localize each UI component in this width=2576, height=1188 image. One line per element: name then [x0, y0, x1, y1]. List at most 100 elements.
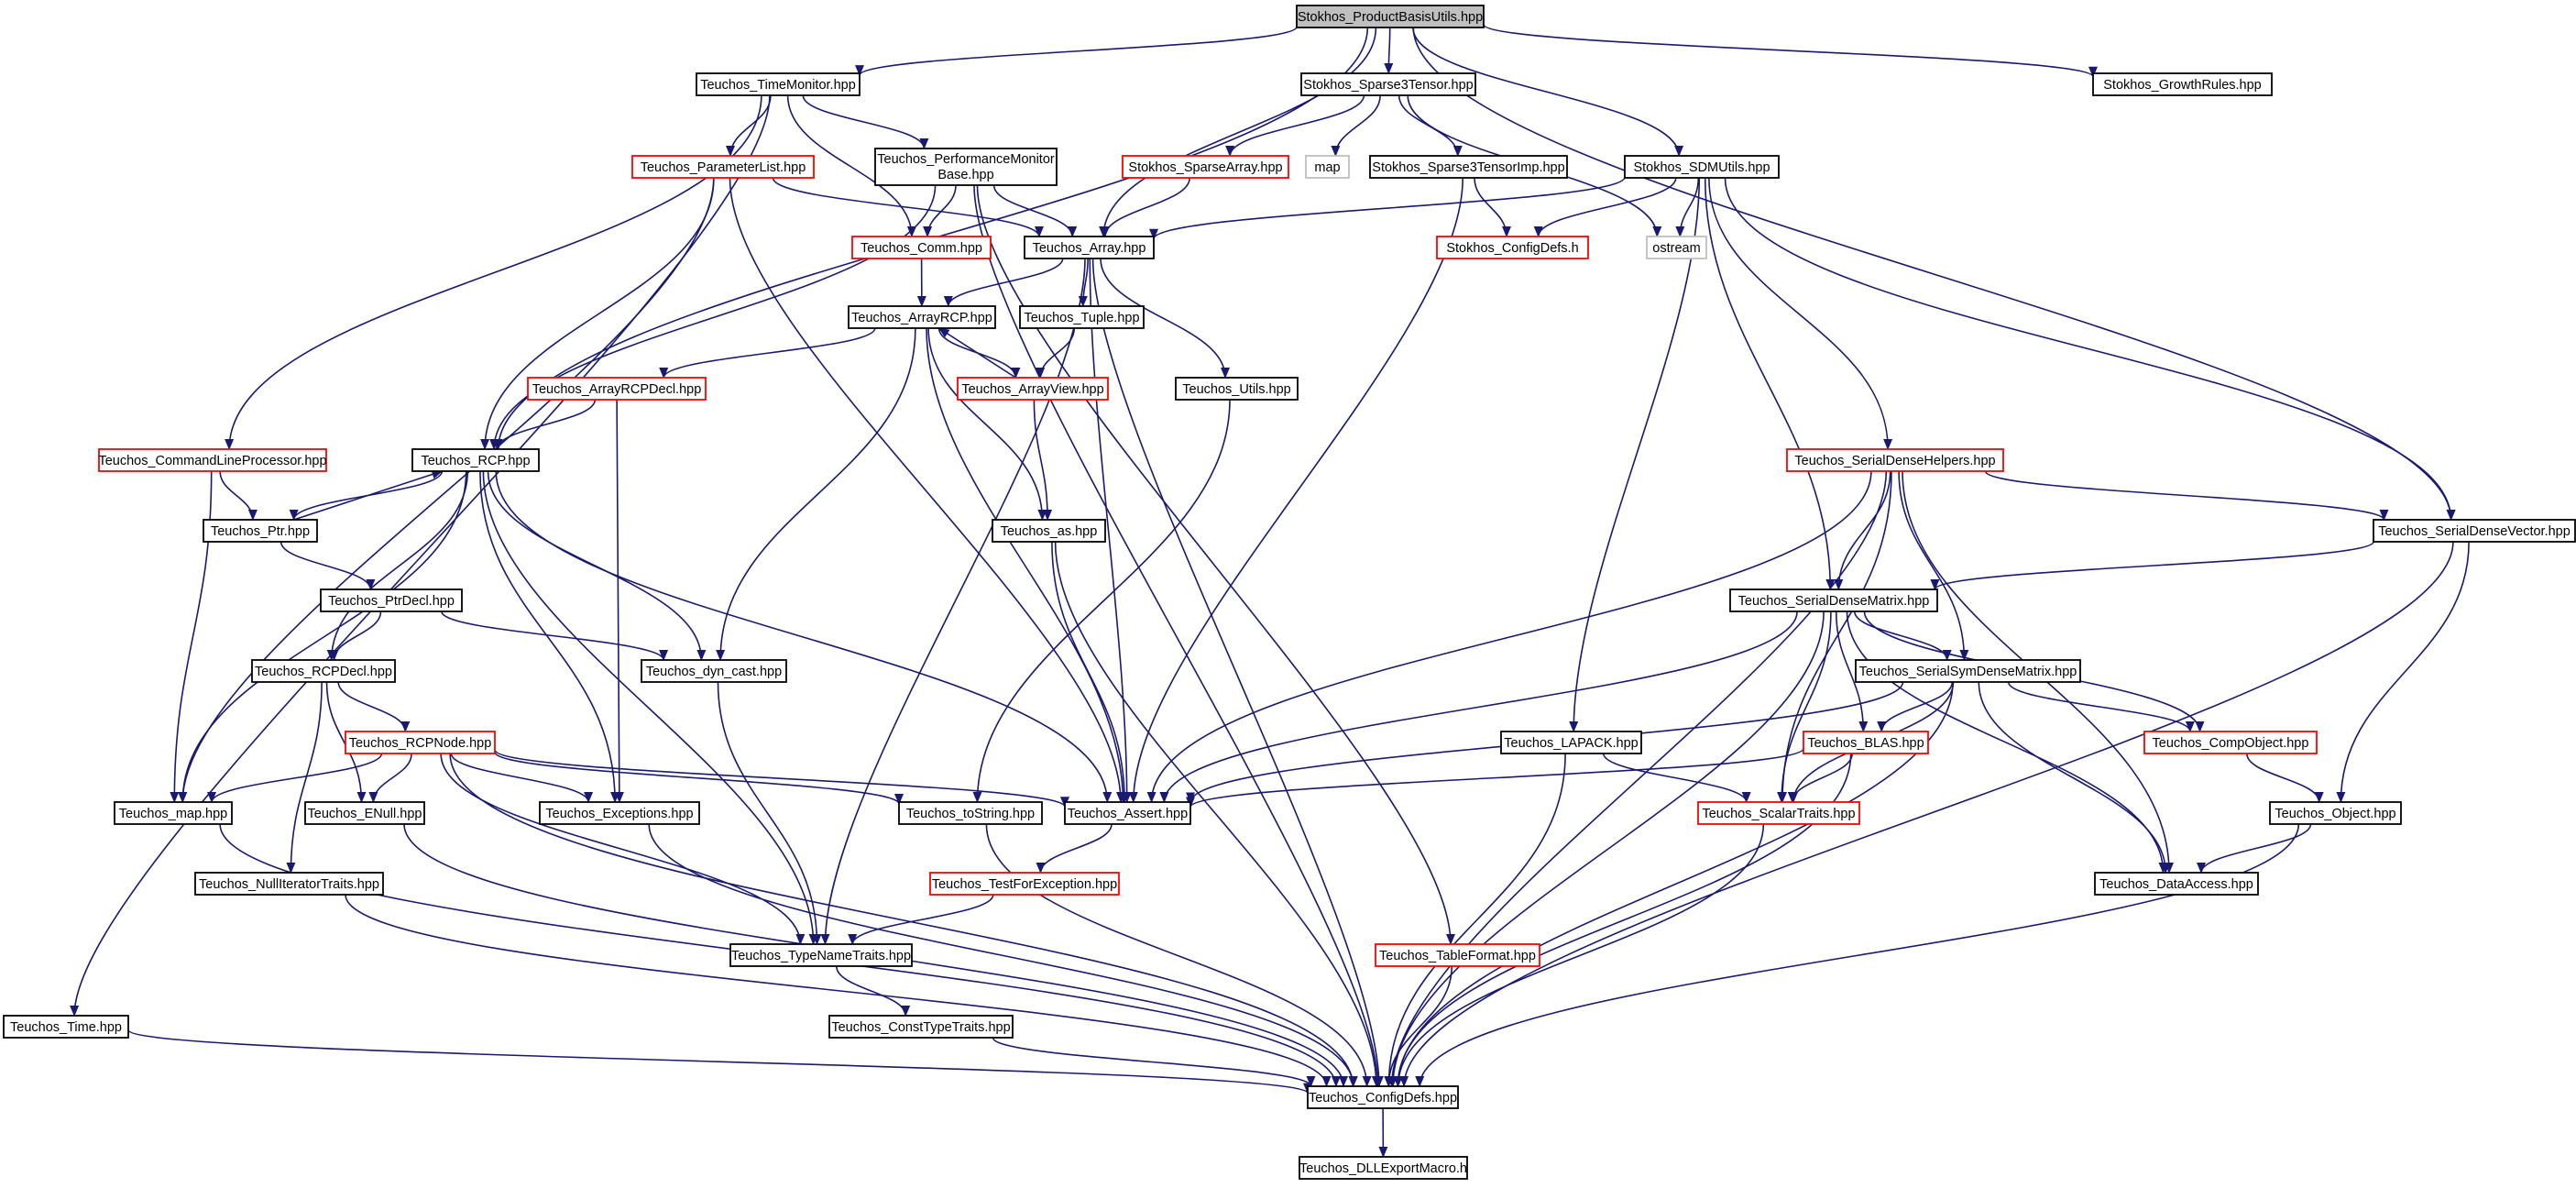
node-tuple[interactable]: Teuchos_Tuple.hpp: [1019, 305, 1145, 329]
node-nulliter[interactable]: Teuchos_NullIteratorTraits.hpp: [194, 872, 384, 896]
node-utils[interactable]: Teuchos_Utils.hpp: [1175, 377, 1299, 401]
node-arrayrcpdecl[interactable]: Teuchos_ArrayRCPDecl.hpp: [527, 377, 707, 401]
node-label: map: [1314, 160, 1340, 175]
node-box: [98, 448, 327, 472]
node-as[interactable]: Teuchos_as.hpp: [992, 519, 1106, 543]
node-tmap[interactable]: Teuchos_map.hpp: [114, 801, 233, 825]
node-label: Teuchos_TableFormat.hpp: [1379, 949, 1536, 963]
node-typename[interactable]: Teuchos_TypeNameTraits.hpp: [729, 943, 913, 967]
edge-testforexc-to-typename: [848, 894, 994, 945]
node-rcpnode[interactable]: Teuchos_RCPNode.hpp: [345, 731, 496, 754]
node-cmdline[interactable]: Teuchos_CommandLineProcessor.hpp: [98, 448, 327, 472]
node-box: [304, 801, 425, 825]
node-comm[interactable]: Teuchos_Comm.hpp: [851, 236, 992, 259]
edge-array-to-utils: [1100, 258, 1230, 379]
node-arrayview[interactable]: Teuchos_ArrayView.hpp: [957, 377, 1109, 401]
node-assert[interactable]: Teuchos_Assert.hpp: [1064, 801, 1191, 825]
node-lapack[interactable]: Teuchos_LAPACK.hpp: [1500, 731, 1642, 754]
edge-assert-to-testforexc: [1036, 823, 1113, 874]
node-time[interactable]: Teuchos_Time.hpp: [3, 1015, 129, 1039]
edge-exceptions-to-configdefs: [648, 823, 1358, 1087]
edge-compobj-to-object: [2246, 753, 2324, 803]
node-stokconfig[interactable]: Stokhos_ConfigDefs.h: [1436, 236, 1589, 259]
node-label: Teuchos_Comm.hpp: [860, 241, 982, 256]
node-sdmutils[interactable]: Stokhos_SDMUtils.hpp: [1624, 155, 1780, 179]
node-rcp[interactable]: Teuchos_RCP.hpp: [411, 448, 540, 472]
node-sp3t[interactable]: Stokhos_Sparse3Tensor.hpp: [1300, 72, 1476, 96]
node-rcpdecl[interactable]: Teuchos_RCPDecl.hpp: [251, 659, 396, 683]
edge-root-to-timemon: [855, 26, 1298, 77]
node-box: [1122, 155, 1289, 179]
edge-arrayrcp-to-assert: [926, 327, 1128, 803]
edge-sdmutils-to-serhelpers: [1708, 177, 1893, 450]
node-label: Teuchos_ENull.hpp: [308, 807, 422, 821]
node-root[interactable]: Stokhos_ProductBasisUtils.hpp: [1296, 5, 1485, 28]
node-tableformat[interactable]: Teuchos_TableFormat.hpp: [1375, 943, 1540, 967]
node-label: Teuchos_Tuple.hpp: [1024, 311, 1139, 325]
node-tostring[interactable]: Teuchos_toString.hpp: [898, 801, 1043, 825]
node-compobj[interactable]: Teuchos_CompObject.hpp: [2143, 731, 2318, 754]
node-label: Teuchos_Exceptions.hpp: [545, 807, 693, 821]
node-growth[interactable]: Stokhos_GrowthRules.hpp: [2092, 72, 2273, 96]
node-label: Teuchos_DataAccess.hpp: [2099, 877, 2253, 892]
node-box: [2094, 872, 2259, 896]
node-sp3timp[interactable]: Stokhos_Sparse3TensorImp.hpp: [1369, 155, 1568, 179]
edge-perfmon-to-tableformat: [976, 184, 1455, 945]
node-array[interactable]: Teuchos_Array.hpp: [1024, 236, 1155, 259]
node-arrayrcp[interactable]: Teuchos_ArrayRCP.hpp: [848, 305, 996, 329]
node-label: Teuchos_RCPNode.hpp: [349, 736, 492, 751]
node-label: Teuchos_ConstTypeTraits.hpp: [831, 1020, 1010, 1035]
node-ostream[interactable]: ostream: [1646, 236, 1707, 259]
edge-serdensemat-to-assert: [1159, 610, 1798, 803]
node-label: Teuchos_Ptr.hpp: [211, 524, 310, 539]
node-label: Teuchos_map.hpp: [119, 807, 228, 821]
node-ptrdecl[interactable]: Teuchos_PtrDecl.hpp: [320, 588, 463, 612]
node-box: [1064, 801, 1191, 825]
node-sparsearray[interactable]: Stokhos_SparseArray.hpp: [1122, 155, 1289, 179]
edge-paramlist-to-rcp: [480, 177, 715, 450]
node-box: [641, 659, 787, 683]
node-serhelpers[interactable]: Teuchos_SerialDenseHelpers.hpp: [1786, 448, 2004, 472]
node-exceptions[interactable]: Teuchos_Exceptions.hpp: [539, 801, 700, 825]
node-serdensemat[interactable]: Teuchos_SerialDenseMatrix.hpp: [1729, 588, 1938, 612]
node-dllexport[interactable]: Teuchos_DLLExportMacro.h: [1299, 1156, 1468, 1180]
node-label: Teuchos_TypeNameTraits.hpp: [731, 949, 911, 963]
node-timemon[interactable]: Teuchos_TimeMonitor.hpp: [696, 72, 860, 96]
node-object[interactable]: Teuchos_Object.hpp: [2269, 801, 2402, 825]
node-label: Teuchos_CommandLineProcessor.hpp: [98, 454, 326, 468]
node-box: [203, 519, 318, 543]
node-sersym[interactable]: Teuchos_SerialSymDenseMatrix.hpp: [1855, 659, 2081, 683]
node-box: [828, 1015, 1014, 1039]
node-label: Teuchos_SerialDenseHelpers.hpp: [1794, 454, 1995, 468]
node-label: Teuchos_TimeMonitor.hpp: [700, 78, 856, 93]
node-ptr[interactable]: Teuchos_Ptr.hpp: [203, 519, 318, 543]
node-dataaccess[interactable]: Teuchos_DataAccess.hpp: [2094, 872, 2259, 896]
node-label: Teuchos_SerialSymDenseMatrix.hpp: [1859, 665, 2077, 679]
edge-array-to-configdefs: [1091, 258, 1384, 1087]
edge-rcp-to-typename: [482, 470, 818, 945]
node-box: [2269, 801, 2402, 825]
edge-sdmutils-to-stokconfig: [1533, 177, 1677, 237]
node-box: [729, 943, 913, 967]
node-dyncast[interactable]: Teuchos_dyn_cast.hpp: [641, 659, 787, 683]
edge-time-to-configdefs: [127, 1028, 1312, 1094]
node-testforexc[interactable]: Teuchos_TestForException.hpp: [929, 872, 1120, 896]
node-paramlist[interactable]: Teuchos_ParameterList.hpp: [631, 155, 815, 179]
node-consttype[interactable]: Teuchos_ConstTypeTraits.hpp: [828, 1015, 1014, 1039]
node-scalartraits[interactable]: Teuchos_ScalarTraits.hpp: [1697, 801, 1860, 825]
edge-array-to-assert: [1089, 258, 1132, 803]
node-blas[interactable]: Teuchos_BLAS.hpp: [1803, 731, 1929, 754]
edge-rcpnode-to-tostring: [494, 752, 904, 805]
node-configdefs[interactable]: Teuchos_ConfigDefs.hpp: [1307, 1085, 1459, 1109]
edge-serdensemat-to-scalartraits: [1777, 610, 1832, 803]
node-box: [114, 801, 233, 825]
edge-arrayrcp-to-arrayrcpdecl: [659, 327, 876, 379]
edge-timemon-to-comm: [786, 94, 916, 237]
node-map[interactable]: map: [1305, 155, 1350, 179]
node-enull[interactable]: Teuchos_ENull.hpp: [304, 801, 425, 825]
edge-paramlist-to-assert: [729, 177, 1125, 803]
node-serdensevec[interactable]: Teuchos_SerialDenseVector.hpp: [2373, 519, 2576, 543]
node-label: Teuchos_Array.hpp: [1033, 241, 1146, 256]
edge-sp3t-to-sparsearray: [1225, 94, 1365, 157]
